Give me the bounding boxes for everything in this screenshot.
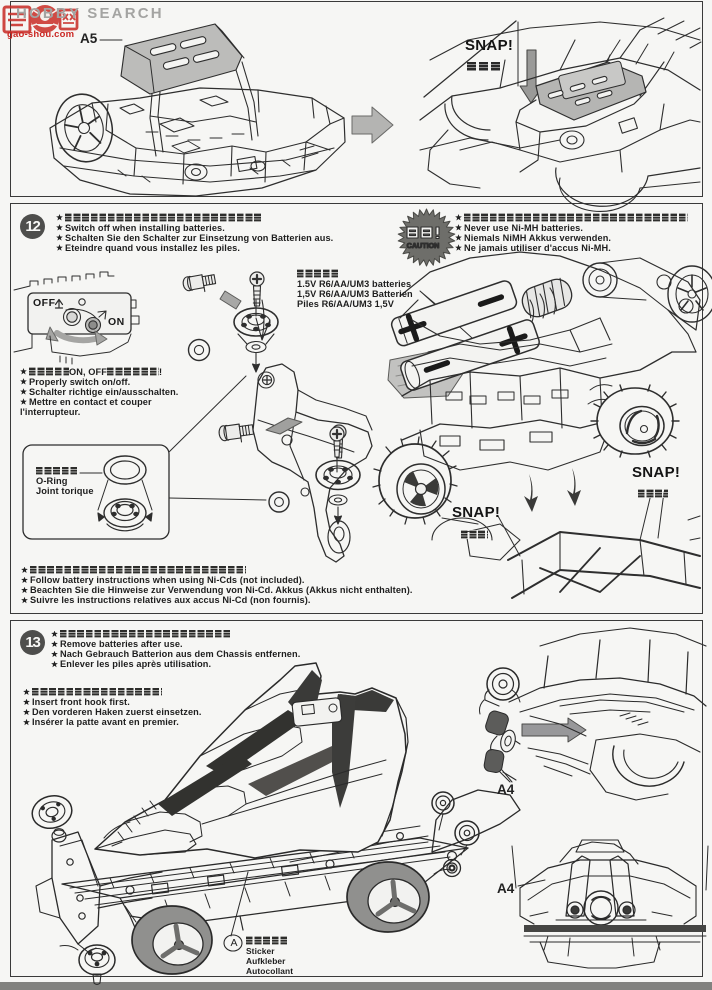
- svg-text:CAUTION: CAUTION: [407, 241, 440, 250]
